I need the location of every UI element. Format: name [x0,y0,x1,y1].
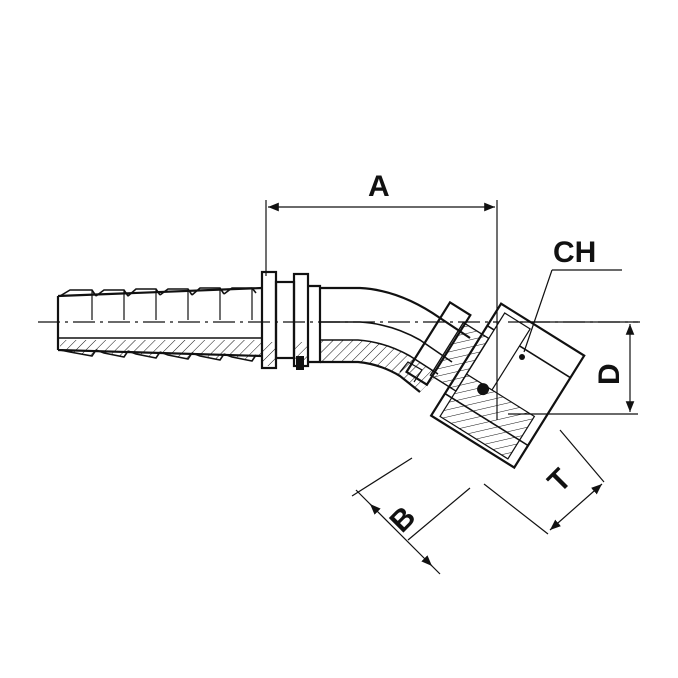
ch-reference-dot [519,354,525,360]
label-T: T [542,463,578,499]
dimension-T [483,429,605,535]
label-CH: CH [553,236,596,269]
dimension-B [351,457,471,575]
dimension-A [265,200,498,420]
label-A: A [368,170,390,203]
dimension-D [508,321,638,415]
collar-groove [260,270,322,370]
swivel-nut [405,300,586,470]
label-D: D [593,363,626,385]
elbow-body [320,286,471,393]
dimension-CH [523,269,622,353]
hose-tail [56,286,263,362]
